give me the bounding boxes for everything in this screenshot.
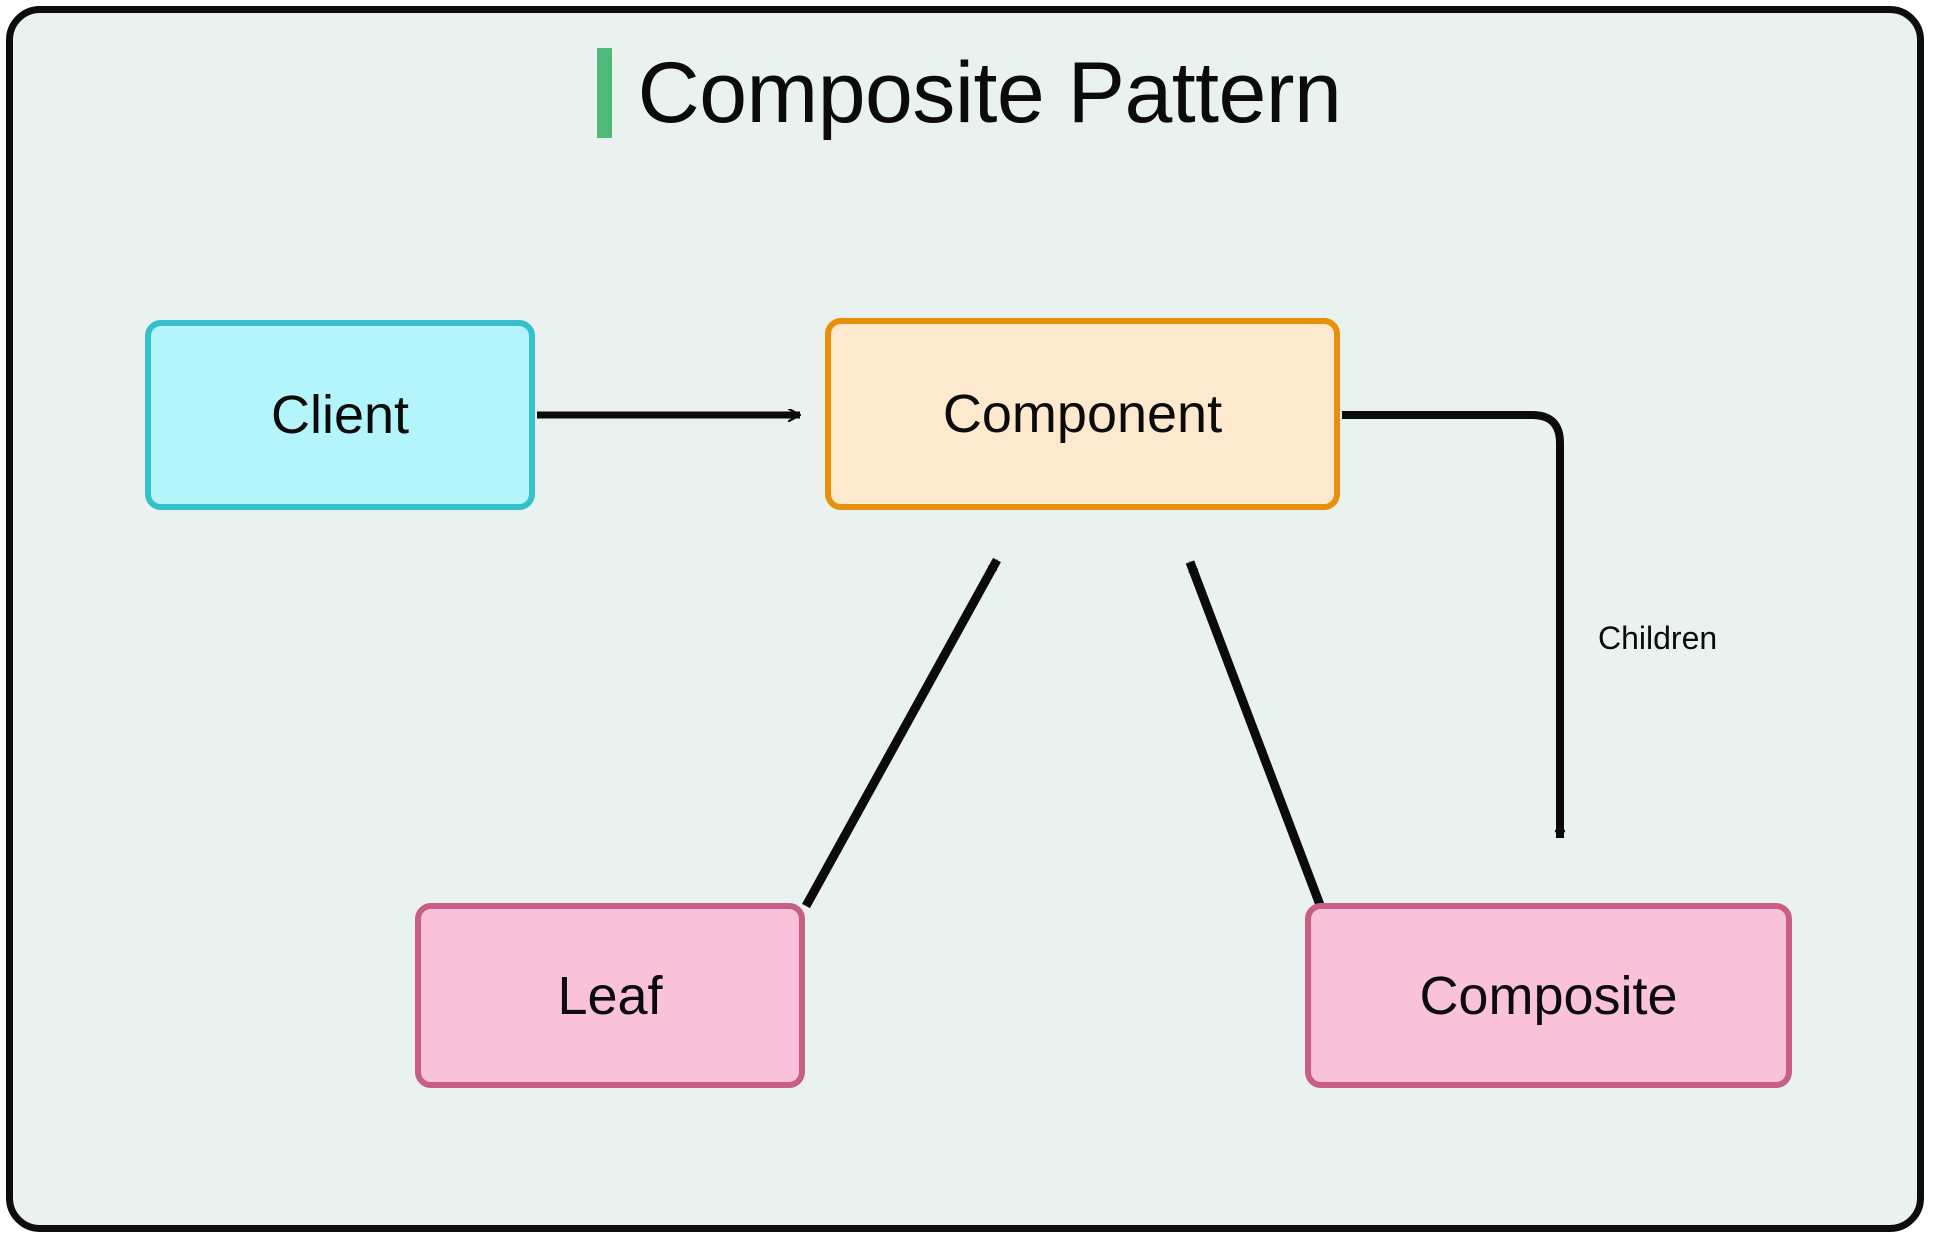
node-composite-label: Composite [1419, 965, 1678, 1026]
title-accent-bar [596, 48, 612, 138]
node-composite[interactable]: Composite [1305, 903, 1792, 1088]
node-client[interactable]: Client [145, 320, 535, 510]
page-title: Composite Pattern [637, 45, 1342, 141]
edge-label-children: Children [1598, 620, 1718, 656]
node-leaf[interactable]: Leaf [415, 903, 805, 1088]
node-component-label: Component [942, 384, 1223, 444]
node-component[interactable]: Component [825, 318, 1340, 510]
node-client-label: Client [270, 385, 410, 445]
diagram-title: Composite Pattern [0, 48, 1938, 138]
node-leaf-label: Leaf [557, 965, 663, 1026]
